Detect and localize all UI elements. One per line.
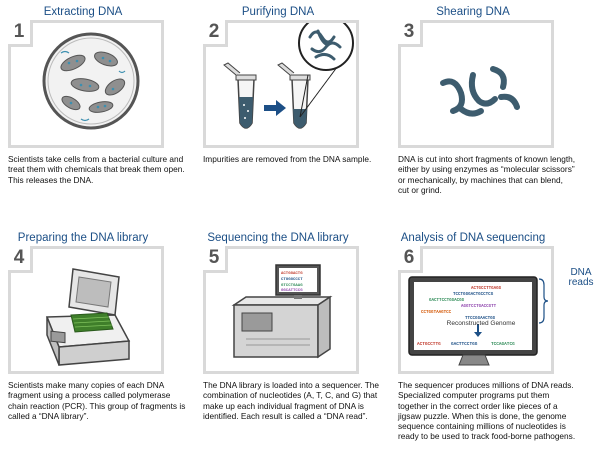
step-title: Sequencing the DNA library <box>207 232 349 244</box>
step-3: Shearing DNA 3 DNA is cut into short fra… <box>390 6 580 236</box>
svg-text:ACTGGACTG: ACTGGACTG <box>281 272 303 276</box>
step-frame: 1 <box>8 20 164 148</box>
svg-text:GACTTCCTGGACGG: GACTTCCTGGACGG <box>429 299 465 303</box>
svg-text:GGCATTCCG: GGCATTCCG <box>281 289 303 293</box>
computer-monitor-icon: ACTGCCTTGAGG TCCTGGGACTGCCTCG GACTTCCTGG… <box>408 276 549 366</box>
svg-text:AGGTCCTGACCGTT: AGGTCCTGACCGTT <box>461 305 497 309</box>
svg-text:GTCCTGAAG: GTCCTGAAG <box>281 284 303 288</box>
svg-text:GACTTCCTGG: GACTTCCTGG <box>451 342 478 347</box>
step-number: 3 <box>398 20 423 47</box>
step-description: Scientists make many copies of each DNA … <box>8 380 186 421</box>
dna-sequencer-icon: ACTGGACTG CTGGGCCCT GTCCTGAAG GGCATTCCG <box>231 264 333 359</box>
svg-text:TCCAGATCG: TCCAGATCG <box>491 342 515 347</box>
pcr-machine-icon <box>45 268 131 366</box>
step-description: Scientists take cells from a bacterial c… <box>8 154 185 185</box>
step-description: The sequencer produces millions of DNA r… <box>398 380 576 442</box>
step-6: Analysis of DNA sequencing 6 ACTGCCTTGAG… <box>390 232 600 462</box>
reconstructed-genome-label: Reconstructed Genome <box>446 320 516 327</box>
step-title: Extracting DNA <box>43 6 123 18</box>
step-title: Shearing DNA <box>436 6 510 18</box>
step-2: Purifying DNA 2 <box>195 6 385 236</box>
step-title: Analysis of DNA sequencing <box>400 232 546 244</box>
step-frame: 3 <box>398 20 554 148</box>
step-frame: 6 ACTGCCTTGAGG TCCTGGGACTGCCTCG GACTTCCT… <box>398 246 554 374</box>
dna-fragments-icon <box>440 66 520 117</box>
svg-text:CCTGGTAAGTCC: CCTGGTAAGTCC <box>421 311 452 315</box>
step-frame: 5 ACTGGACTG CTGGGCCCT GTCCTGAAG GGCATTCC… <box>203 246 359 374</box>
test-tubes-magnified-dna-icon <box>223 23 354 129</box>
petri-dish-bacteria-icon <box>42 32 140 130</box>
step-1: Extracting DNA 1 <box>0 6 190 236</box>
step-description: The DNA library is loaded into a sequenc… <box>203 380 380 421</box>
svg-text:TCCTGGGACTGCCTCG: TCCTGGGACTGCCTCG <box>453 293 494 297</box>
step-5: Sequencing the DNA library 5 ACTGGACTG C… <box>195 232 385 462</box>
step-number: 6 <box>398 246 423 273</box>
step-number: 4 <box>8 246 33 273</box>
svg-text:CTGGGCCCT: CTGGGCCCT <box>281 278 303 282</box>
step-frame: 4 <box>8 246 164 374</box>
svg-text:ACTGCCTTG: ACTGCCTTG <box>417 342 441 347</box>
step-number: 2 <box>203 20 228 47</box>
step-title: Preparing the DNA library <box>17 232 149 244</box>
step-number: 5 <box>203 246 228 273</box>
step-number: 1 <box>8 20 33 47</box>
step-description: DNA is cut into short fragments of known… <box>398 154 576 195</box>
step-title: Purifying DNA <box>241 6 315 18</box>
svg-text:ACTGCCTTGAGG: ACTGCCTTGAGG <box>471 287 502 291</box>
dna-reads-label: DNA reads <box>568 267 594 288</box>
step-4: Preparing the DNA library 4 Scientists m… <box>0 232 190 462</box>
step-frame: 2 <box>203 20 359 148</box>
svg-text:TTCCGGAACTGG: TTCCGGAACTGG <box>465 317 496 321</box>
step-description: Impurities are removed from the DNA samp… <box>203 154 372 164</box>
